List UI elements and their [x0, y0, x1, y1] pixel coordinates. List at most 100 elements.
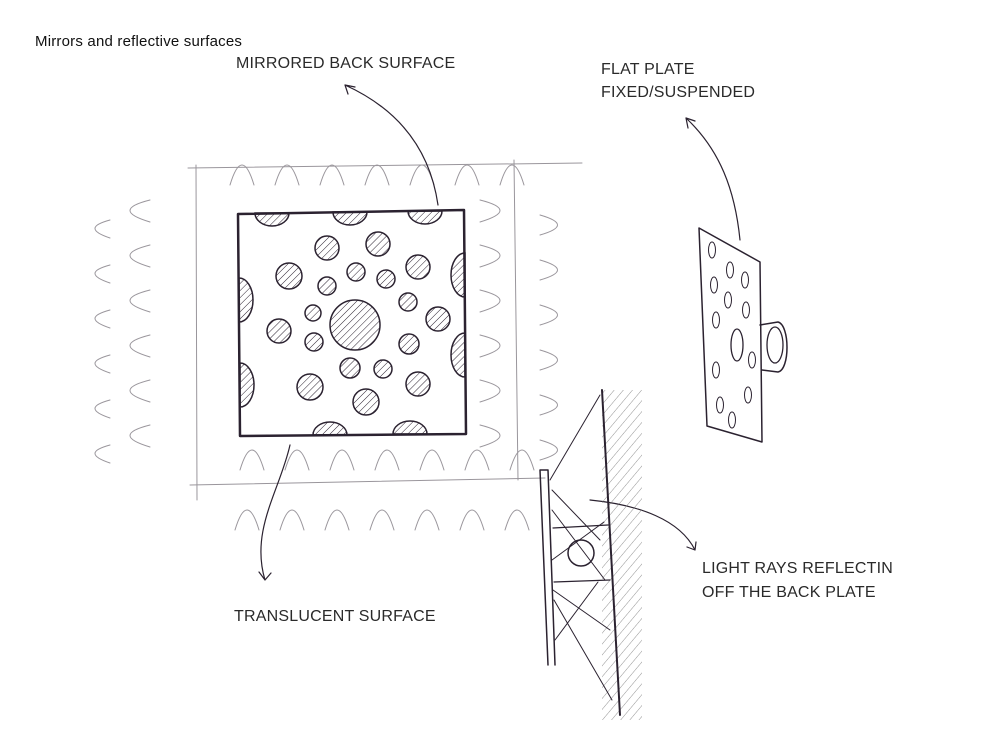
diffusion-arc — [129, 289, 151, 313]
diffusion-arc — [479, 199, 501, 223]
page-title: Mirrors and reflective surfaces — [35, 33, 243, 50]
diffusion-scribbles — [94, 164, 558, 531]
diffusion-arc — [129, 199, 151, 223]
edge-half-hole — [238, 277, 254, 323]
perforation-hole — [352, 388, 380, 416]
edge-half-hole — [392, 420, 428, 435]
plate-hole — [716, 396, 724, 414]
perforation-hole — [405, 254, 431, 280]
diffusion-arc — [94, 354, 111, 374]
edge-half-hole — [332, 211, 368, 226]
diffusion-arc — [479, 289, 501, 313]
edge-half-hole — [407, 210, 443, 225]
plate-hole — [748, 351, 756, 369]
diffusion-arc — [539, 439, 558, 461]
plate-hole — [712, 361, 720, 379]
diffusion-arc — [539, 349, 558, 371]
diffusion-arc — [479, 334, 501, 358]
diffusion-arc — [279, 509, 305, 531]
diffusion-arc — [319, 164, 345, 186]
perforation-hole — [314, 235, 340, 261]
plate-hole — [724, 291, 732, 309]
plate-hole — [728, 411, 736, 429]
perforation-hole — [317, 276, 337, 296]
diffusion-arc — [464, 449, 490, 471]
plate-hole — [710, 276, 718, 294]
perforation-hole — [398, 292, 418, 312]
diffusion-arc — [419, 449, 445, 471]
perforation-hole — [339, 357, 361, 379]
label-fixed-suspended: FIXED/SUSPENDED — [601, 84, 756, 101]
perforation-hole — [266, 318, 292, 344]
diffusion-arc — [479, 244, 501, 268]
perforation-hole — [376, 269, 396, 289]
edge-half-hole — [254, 212, 290, 227]
perforation-hole — [329, 299, 381, 351]
diffusion-arc — [454, 164, 480, 186]
diffusion-arc — [414, 509, 440, 531]
perforation-hole — [365, 231, 391, 257]
perforation-hole — [405, 371, 431, 397]
diffusion-arc — [459, 509, 485, 531]
diffusion-arc — [374, 449, 400, 471]
diffusion-arc — [94, 399, 111, 419]
perforation-hole — [398, 333, 420, 355]
plate-hole — [712, 311, 720, 329]
diffusion-arc — [539, 304, 558, 326]
wall-section-diagram — [539, 389, 642, 720]
label-off-back-plate: OFF THE BACK PLATE — [702, 584, 876, 601]
edge-half-hole — [239, 362, 255, 408]
diffusion-arc — [274, 164, 300, 186]
plate-hole — [726, 261, 734, 279]
plate-hole — [742, 301, 750, 319]
diffusion-arc — [509, 449, 535, 471]
perforated-mirror-panel — [236, 208, 468, 438]
diffusion-arc — [129, 424, 151, 448]
label-light-rays: LIGHT RAYS REFLECTIN — [702, 560, 893, 577]
perforation-hole — [425, 306, 451, 332]
diffusion-arc — [94, 219, 111, 239]
diffusion-arc — [284, 449, 310, 471]
edge-half-hole — [312, 421, 348, 436]
diffusion-arc — [94, 309, 111, 329]
perforation-hole — [304, 304, 322, 322]
perforation-hole — [296, 373, 324, 401]
arrow-mirrored-back — [344, 84, 439, 206]
diffusion-arc — [504, 509, 530, 531]
label-mirrored-back-surface: MIRRORED BACK SURFACE — [236, 55, 456, 72]
label-flat-plate: FLAT PLATE — [601, 61, 695, 78]
arrow-translucent — [258, 444, 291, 581]
perforation-hole — [304, 332, 324, 352]
diffusion-arc — [229, 164, 255, 186]
plate-hole — [741, 271, 749, 289]
diffusion-arc — [129, 334, 151, 358]
plate-hole — [744, 386, 752, 404]
perforation-hole — [275, 262, 303, 290]
diffusion-arc — [94, 444, 111, 464]
diffusion-arc — [329, 449, 355, 471]
diffusion-arc — [539, 394, 558, 416]
diffusion-arc — [129, 379, 151, 403]
edge-half-hole — [450, 332, 466, 378]
diffusion-arc — [479, 379, 501, 403]
diffusion-arc — [129, 244, 151, 268]
diffusion-arc — [239, 449, 265, 471]
diffusion-arc — [324, 509, 350, 531]
plate-hole — [708, 241, 716, 259]
diffusion-arc — [539, 214, 558, 236]
flat-plate-side-view — [698, 227, 788, 443]
label-translucent-surface: TRANSLUCENT SURFACE — [234, 608, 436, 625]
arrow-flat-plate — [685, 117, 741, 241]
diffusion-arc — [369, 509, 395, 531]
edge-half-hole — [450, 252, 466, 298]
diffusion-arc — [479, 424, 501, 448]
diffusion-arc — [499, 164, 525, 186]
translucent-frame — [187, 159, 583, 501]
diffusion-arc — [364, 164, 390, 186]
diffusion-arc — [94, 264, 111, 284]
diffusion-arc — [539, 259, 558, 281]
perforation-hole — [373, 359, 393, 379]
diffusion-arc — [234, 509, 260, 531]
